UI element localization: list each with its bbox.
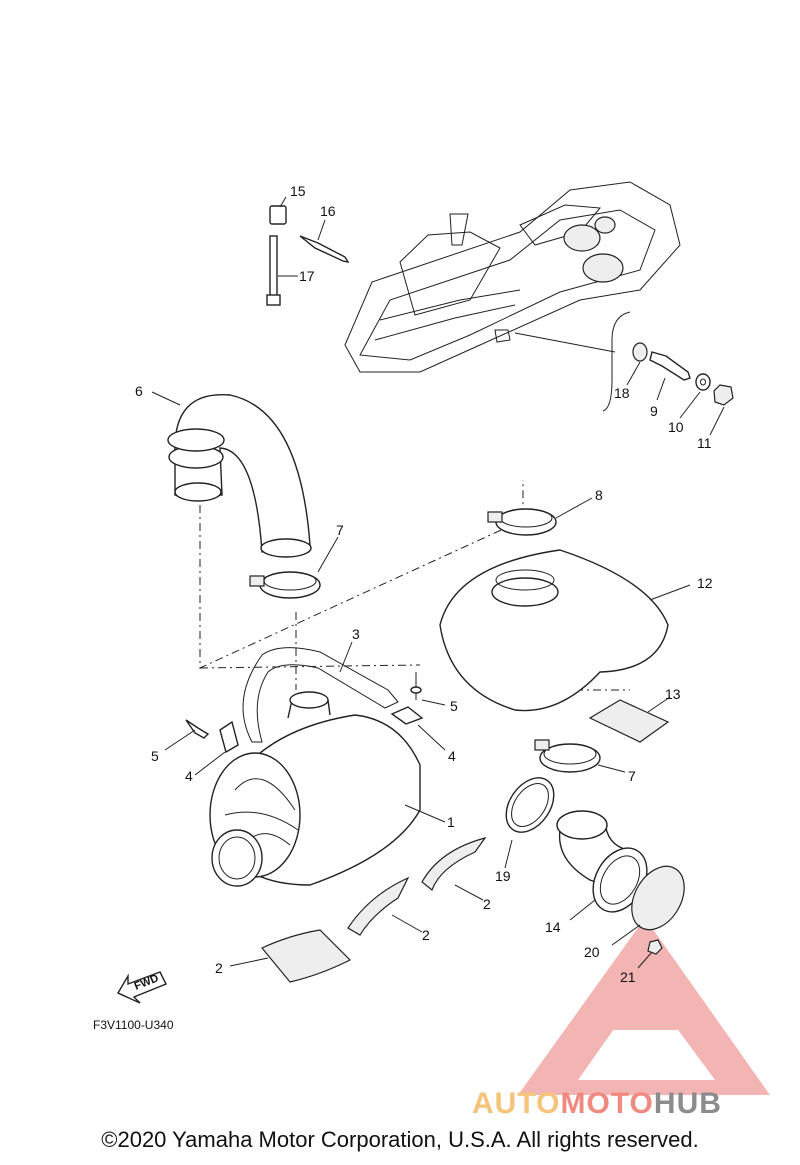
watermark-part-3: HUB	[654, 1087, 722, 1120]
forward-arrow-icon: FWD	[117, 971, 167, 1004]
callout-11: 11	[697, 435, 712, 451]
watermark-brand: AUTOMOTOHUB	[472, 1087, 722, 1120]
callout-7-lower: 7	[628, 768, 636, 784]
part-4-bracket-left	[219, 720, 239, 754]
callout-8: 8	[595, 487, 603, 503]
part-7-clamp-upper	[249, 571, 321, 599]
callout-6: 6	[135, 383, 143, 399]
part-13-pad	[588, 699, 670, 743]
part-3-strap	[242, 647, 399, 743]
callout-7-upper: 7	[336, 522, 344, 538]
callout-3: 3	[352, 626, 360, 642]
watercraft-outline	[344, 181, 681, 373]
part-2-pad-upper	[421, 836, 487, 891]
part-18-grommet	[632, 342, 648, 362]
copyright-notice: ©2020 Yamaha Motor Corporation, U.S.A. A…	[101, 1127, 699, 1152]
callout-4-right: 4	[448, 748, 456, 764]
callout-2-lower: 2	[215, 960, 223, 976]
part-11-nut	[713, 384, 734, 406]
callout-1: 1	[447, 814, 455, 830]
callout-14: 14	[545, 919, 561, 935]
part-16-pin	[299, 235, 350, 263]
part-6-duct	[167, 393, 312, 558]
callout-18: 18	[614, 385, 630, 401]
callout-19: 19	[495, 868, 511, 884]
part-12-cover	[439, 549, 669, 712]
watermark-part-1: AUTO	[472, 1087, 560, 1120]
part-17-cable-tie	[266, 235, 281, 306]
part-2-pad-lower	[261, 929, 352, 983]
part-2-pad-middle	[347, 876, 410, 936]
callout-5-left: 5	[151, 748, 159, 764]
callout-16: 16	[320, 203, 336, 219]
callout-13: 13	[665, 686, 681, 702]
callout-4-left: 4	[185, 768, 193, 784]
callout-20: 20	[584, 944, 600, 960]
watermark-logo	[518, 918, 770, 1095]
group-bracket	[602, 311, 631, 412]
callout-2-upper: 2	[483, 896, 491, 912]
diagram-code: F3V1100-U340	[93, 1018, 174, 1032]
part-4-bracket-right	[390, 706, 424, 725]
callout-2-middle: 2	[422, 927, 430, 943]
part-5-rivet-right	[410, 672, 422, 700]
callout-5-right: 5	[450, 698, 458, 714]
callout-12: 12	[697, 575, 713, 591]
callout-10: 10	[668, 419, 684, 435]
part-10-washer	[695, 373, 711, 391]
part-7-clamp-lower	[534, 739, 601, 773]
part-15-clip	[269, 205, 287, 225]
callout-9: 9	[650, 403, 658, 419]
callout-21: 21	[620, 969, 636, 985]
callout-17: 17	[299, 268, 315, 284]
part-19-ring	[505, 777, 555, 833]
part-21-nut	[647, 939, 663, 955]
part-20-plate	[631, 865, 685, 931]
part-8-clamp	[487, 508, 557, 536]
watermark-part-2: MOTO	[560, 1087, 653, 1120]
part-1-air-box	[209, 691, 421, 887]
part-5-rivet-left	[185, 719, 210, 739]
part-9-bolt	[649, 351, 691, 381]
callout-15: 15	[290, 183, 306, 199]
leader-line	[514, 332, 616, 353]
